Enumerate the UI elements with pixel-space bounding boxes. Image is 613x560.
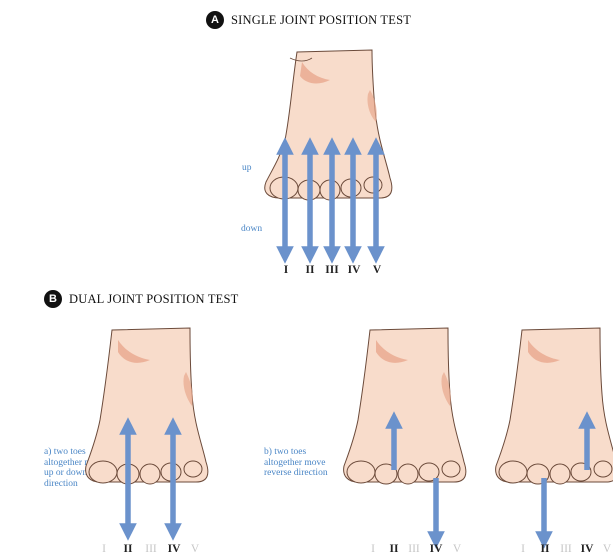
toe-label-bl-4: IV [168,543,181,555]
toe-label-bl-2: II [124,543,133,555]
foot-b-middle-body [344,328,466,482]
foot-b-right-toe-5 [594,461,612,477]
toe-label-bl-1: I [102,543,106,555]
toe-label-bm-1: I [371,543,375,555]
foot-b-left-toe-1 [89,461,117,483]
foot-b-right-body [496,328,613,482]
toe-label-br-2: II [541,543,550,555]
foot-b-middle: I II III IV V [344,328,466,555]
toe-label-a-5: V [373,264,382,276]
toe-label-bm-5: V [453,543,462,555]
toe-label-a-4: IV [348,264,361,276]
toe-label-br-4: IV [581,543,594,555]
foot-b-right-toe-1 [499,461,527,483]
toe-label-bl-3: III [145,543,157,555]
toe-label-bm-2: II [390,543,399,555]
foot-a: I II III IV V [265,50,392,276]
foot-b-middle-toe-3 [398,464,418,484]
foot-b-left-body [86,328,208,482]
toe-label-bm-4: IV [430,543,443,555]
toe-label-a-1: I [284,264,289,276]
foot-b-right: I II III IV V [496,328,613,555]
toe-label-bl-5: V [191,543,200,555]
foot-b-middle-toe-5 [442,461,460,477]
foot-b-left-toe-3 [140,464,160,484]
foot-a-toe-5 [364,177,382,193]
toe-label-a-3: III [325,264,339,276]
foot-b-middle-toe-1 [347,461,375,483]
foot-b-right-toe-3 [550,464,570,484]
toe-label-a-2: II [306,264,315,276]
foot-b-right-toe-labels: I II III IV V [521,543,612,555]
toe-label-br-5: V [603,543,612,555]
toe-label-br-3: III [560,543,572,555]
foot-a-toe-labels: I II III IV V [284,264,382,276]
foot-b-left-toe-5 [184,461,202,477]
foot-b-middle-toe-labels: I II III IV V [371,543,462,555]
foot-b-left: I II III IV V [86,328,208,555]
toe-label-bm-3: III [408,543,420,555]
toe-label-br-1: I [521,543,525,555]
foot-b-left-toe-labels: I II III IV V [102,543,200,555]
